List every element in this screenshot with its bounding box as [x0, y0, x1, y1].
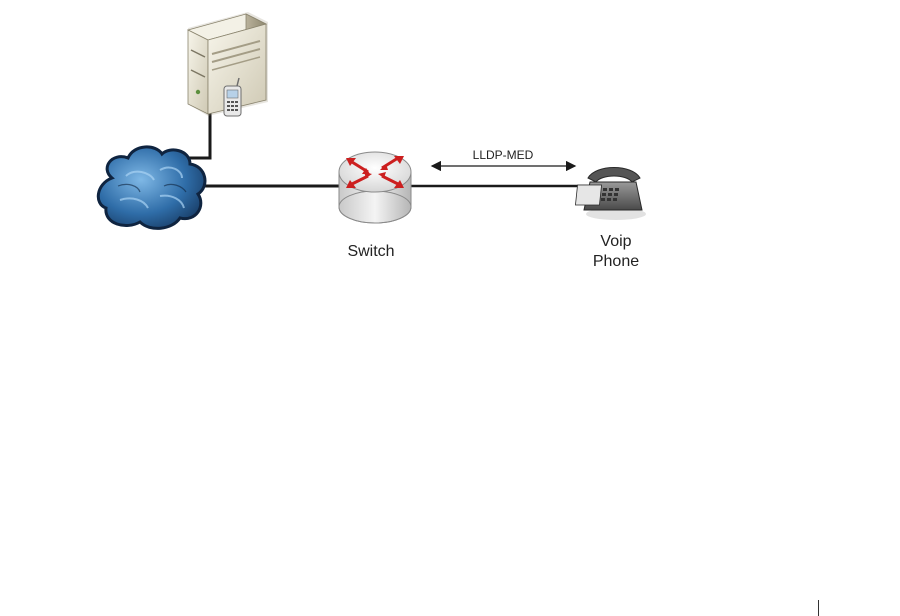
phone-icon — [575, 168, 646, 221]
cloud-icon — [98, 147, 205, 228]
switch-icon — [339, 152, 411, 223]
phone-label-line1: Voip — [600, 233, 631, 250]
server-to-cloud-link — [180, 110, 210, 158]
lldp-med-label: LLDP-MED — [473, 148, 534, 162]
phone-keypad — [601, 188, 619, 201]
page-edge-mark — [818, 600, 819, 616]
switch-label: Switch — [347, 243, 394, 260]
phone-label-line2: Phone — [593, 253, 639, 270]
server-icon — [188, 12, 268, 116]
